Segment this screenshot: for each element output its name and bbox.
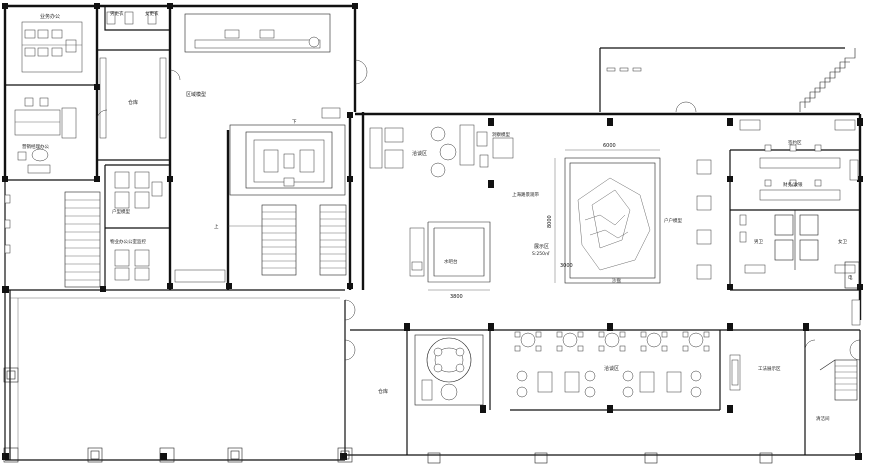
label-warehouse-bottom: 仓库 <box>378 388 388 395</box>
manager-office-furniture <box>14 97 77 174</box>
sand-table <box>554 149 661 284</box>
label-shanghai-road: 上海路景观带 <box>512 191 539 198</box>
label-household-model-right: 户户模型 <box>664 217 682 224</box>
columns <box>2 3 863 460</box>
label-household-model: 户型模型 <box>112 208 130 215</box>
negotiation-top-furniture <box>369 124 514 178</box>
dimensions: 6000 8000 3000 3800 <box>450 143 616 300</box>
label-negotiation-top: 洽谈区 <box>412 150 427 157</box>
household-model-room <box>114 171 163 209</box>
label-landmark-model: 洞察模型 <box>492 131 510 138</box>
hall-posts <box>3 297 773 464</box>
label-stairs-down: 下 <box>292 119 297 125</box>
property-office-room <box>114 249 150 281</box>
label-regional-model: 区域模型 <box>186 91 206 98</box>
label-marketing-manager: 营销经理办公 <box>22 143 49 150</box>
label-reception: 签约区 <box>788 139 802 146</box>
room-labels: 业务办公 男更衣 女更衣 仓库 营销经理办公 区域模型 户型模型 物业办公公室监… <box>22 10 853 422</box>
label-female-locker-top: 女更衣 <box>145 10 159 17</box>
water-bar <box>409 221 491 291</box>
label-warehouse-top: 仓库 <box>128 99 138 106</box>
label-display-size: S:250㎡ <box>532 250 550 257</box>
dim-sand-width: 6000 <box>603 143 616 149</box>
label-female-toilet: 女卫 <box>838 238 847 245</box>
door-swings <box>96 59 861 361</box>
label-negotiation-bottom: 洽谈区 <box>604 365 619 372</box>
label-display-area: 展示区 <box>534 244 549 250</box>
dim-sand-height: 8000 <box>547 215 553 228</box>
craft-display <box>729 354 741 391</box>
label-male-toilet: 男卫 <box>754 239 763 245</box>
label-craft-display: 工法展示区 <box>758 365 781 372</box>
label-property-office: 物业办公公室监控 <box>110 238 146 245</box>
label-male-locker-top: 男更衣 <box>110 10 124 17</box>
dim-sand-offset: 3000 <box>560 263 573 269</box>
regional-model-area <box>184 13 346 196</box>
toilets-right <box>739 210 861 326</box>
outer-walls <box>3 4 862 461</box>
label-stairs-up: 上 <box>214 223 219 230</box>
label-water-bar: 水吧台 <box>444 258 458 265</box>
household-model-right-boxes <box>696 159 712 280</box>
warehouse-top-shelves <box>99 57 167 139</box>
business-office-desks <box>21 21 83 73</box>
vip-round-room <box>414 334 484 406</box>
dim-water-bar-width: 3800 <box>450 294 463 300</box>
stairs-middle <box>174 204 347 283</box>
label-sand-table: 沙盘 <box>612 277 621 284</box>
label-finance: 财务/收银 <box>783 181 803 188</box>
terrace-stairs <box>606 48 856 112</box>
stairs-left <box>4 191 101 288</box>
reception-finance <box>739 119 859 201</box>
toilets-top <box>106 11 157 25</box>
negotiation-bottom-tables <box>514 331 710 398</box>
label-business-office: 业务办公 <box>40 13 60 20</box>
label-cleaning: 清洁间 <box>816 415 830 422</box>
stairs-bottom-right <box>819 359 858 401</box>
label-utility: 电 <box>848 274 853 281</box>
